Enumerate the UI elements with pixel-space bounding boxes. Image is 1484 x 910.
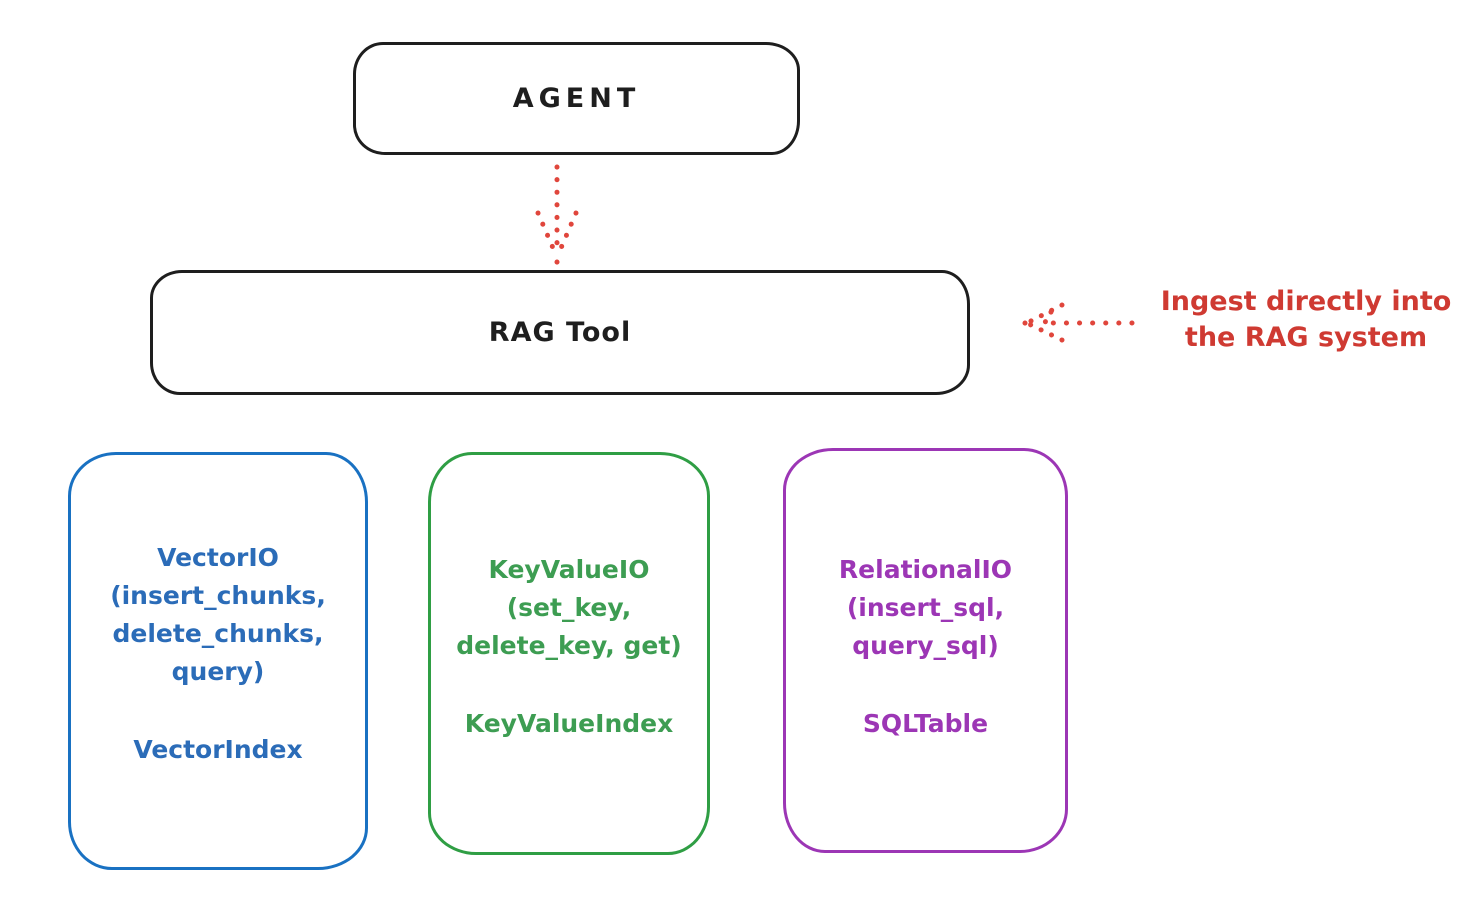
rag-tool-box: RAG Tool bbox=[150, 270, 970, 395]
keyvalue-io-api-label: KeyValueIO (set_key, delete_key, get) bbox=[456, 555, 682, 660]
agent-to-rag-dotted-arrow-icon bbox=[535, 164, 579, 265]
agent-box: AGENT bbox=[353, 42, 800, 155]
ingest-annotation: Ingest directly into the RAG system bbox=[1160, 286, 1452, 353]
sql-table-label: SQLTable bbox=[862, 709, 989, 738]
relational-io-api-label: RelationalIO (insert_sql, query_sql) bbox=[838, 555, 1013, 660]
annotation-to-rag-dotted-arrow-icon bbox=[1022, 302, 1135, 343]
vector-io-box: VectorIO (insert_chunks, delete_chunks, … bbox=[68, 452, 368, 870]
keyvalue-index-label: KeyValueIndex bbox=[464, 709, 674, 738]
relational-io-box: RelationalIO (insert_sql, query_sql) SQL… bbox=[783, 448, 1068, 853]
keyvalue-io-box: KeyValueIO (set_key, delete_key, get) Ke… bbox=[428, 452, 710, 855]
agent-box-label: AGENT bbox=[512, 83, 641, 114]
vector-io-api-label: VectorIO (insert_chunks, delete_chunks, … bbox=[110, 543, 326, 686]
rag-tool-box-label: RAG Tool bbox=[488, 317, 632, 348]
vector-index-label: VectorIndex bbox=[133, 735, 303, 764]
